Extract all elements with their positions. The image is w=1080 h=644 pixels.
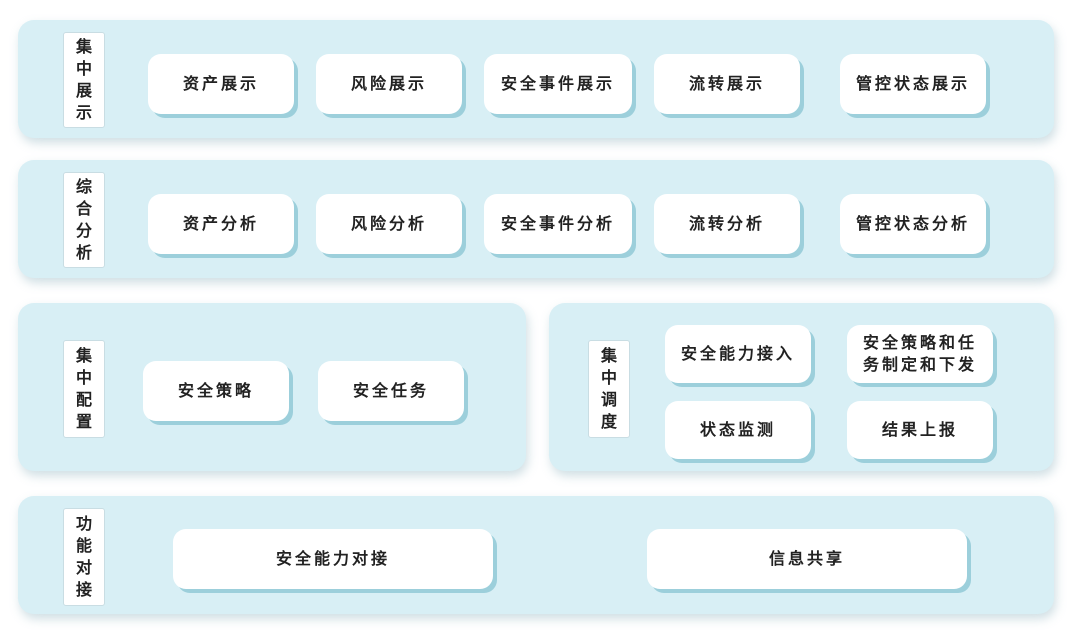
box-asset-display: 资产展示 xyxy=(148,54,294,114)
layer-display-panel: 集中展示 资产展示 风险展示 安全事件展示 流转展示 管控状态展示 xyxy=(18,20,1054,138)
box-capability-connection: 安全能力对接 xyxy=(173,529,493,589)
box-control-status-display: 管控状态展示 xyxy=(840,54,986,114)
box-risk-display: 风险展示 xyxy=(316,54,462,114)
layer-analysis-label: 综合分析 xyxy=(63,172,105,268)
layer-dispatch-label: 集中调度 xyxy=(588,340,630,438)
box-flow-analysis: 流转分析 xyxy=(654,194,800,254)
layer-connect-label: 功能对接 xyxy=(63,508,105,606)
box-security-event-display: 安全事件展示 xyxy=(484,54,632,114)
box-security-event-analysis: 安全事件分析 xyxy=(484,194,632,254)
box-security-task: 安全任务 xyxy=(318,361,464,421)
layer-display-label: 集中展示 xyxy=(63,32,105,128)
layer-config-label: 集中配置 xyxy=(63,340,105,438)
box-capability-access: 安全能力接入 xyxy=(665,325,811,383)
box-control-status-analysis: 管控状态分析 xyxy=(840,194,986,254)
layer-connect-panel: 功能对接 安全能力对接 信息共享 xyxy=(18,496,1054,614)
box-flow-display: 流转展示 xyxy=(654,54,800,114)
box-status-monitoring: 状态监测 xyxy=(665,401,811,459)
box-asset-analysis: 资产分析 xyxy=(148,194,294,254)
layer-analysis-panel: 综合分析 资产分析 风险分析 安全事件分析 流转分析 管控状态分析 xyxy=(18,160,1054,278)
box-policy-task-issue: 安全策略和任务制定和下发 xyxy=(847,325,993,383)
box-security-policy: 安全策略 xyxy=(143,361,289,421)
box-information-sharing: 信息共享 xyxy=(647,529,967,589)
layer-config-panel: 集中配置 安全策略 安全任务 xyxy=(18,303,526,471)
box-result-report: 结果上报 xyxy=(847,401,993,459)
layer-dispatch-panel: 集中调度 安全能力接入 安全策略和任务制定和下发 状态监测 结果上报 xyxy=(549,303,1054,471)
box-risk-analysis: 风险分析 xyxy=(316,194,462,254)
